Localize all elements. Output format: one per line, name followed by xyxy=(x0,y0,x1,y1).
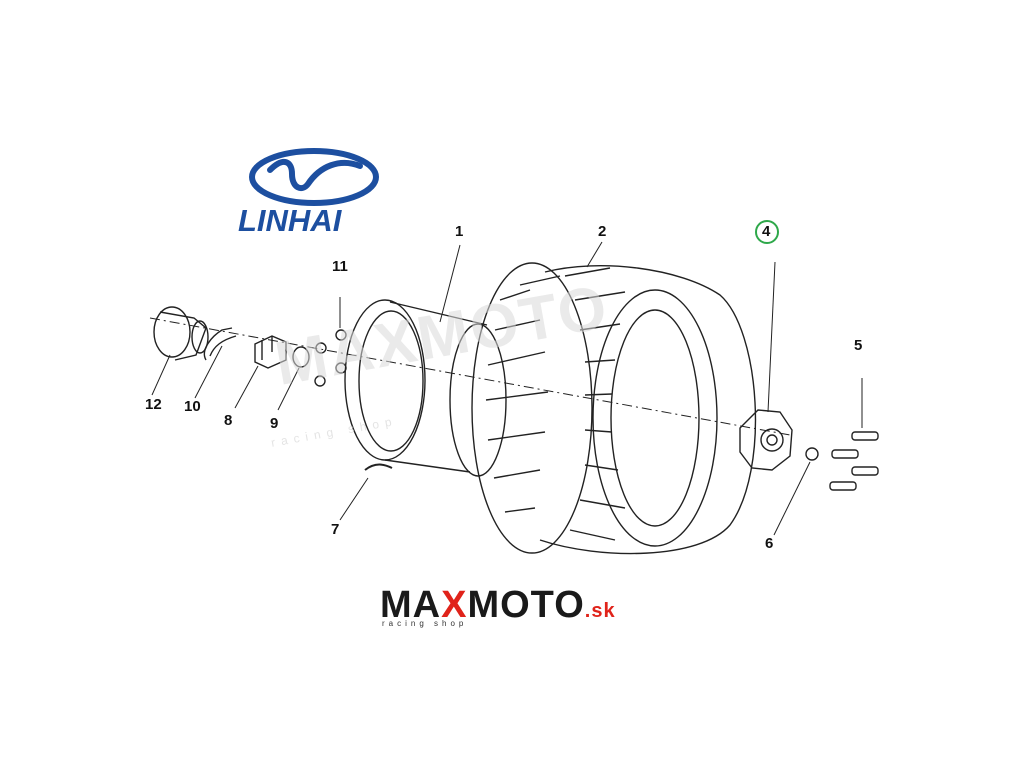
callout-4-highlight-ring xyxy=(755,220,779,244)
maxmoto-logo-domain: .sk xyxy=(584,600,616,622)
part-11-wheel-nuts xyxy=(314,329,347,387)
maxmoto-logo-moto: MOTO xyxy=(467,584,585,626)
part-6-hub-nut xyxy=(805,447,819,461)
part-10-cotter-pin xyxy=(203,327,237,361)
axis-centerline xyxy=(149,317,791,436)
part-4-hub xyxy=(739,409,793,471)
callout-5: 5 xyxy=(854,337,863,354)
linhai-logo-text: LINHAI xyxy=(238,203,342,238)
leader-lines xyxy=(151,241,863,536)
part-9-washer xyxy=(292,346,310,368)
callout-10: 10 xyxy=(184,398,201,415)
callout-4: 4 xyxy=(762,223,771,240)
maxmoto-logo: MAXMOTO.sk xyxy=(380,586,616,630)
part-1-rim xyxy=(344,299,507,477)
callout-2: 2 xyxy=(598,223,607,240)
maxmoto-logo-x: X xyxy=(441,584,468,626)
maxmoto-tagline: racing shop xyxy=(382,619,468,628)
callout-6: 6 xyxy=(765,535,774,552)
callout-11: 11 xyxy=(332,258,348,275)
part-2-tire xyxy=(471,262,757,555)
callout-7: 7 xyxy=(331,521,340,538)
part-7-valve-stem xyxy=(364,463,393,471)
linhai-logo-emblem xyxy=(249,148,379,206)
part-8-castle-nut xyxy=(254,335,287,369)
maxmoto-logo-ma: MA xyxy=(380,584,442,626)
callout-9: 9 xyxy=(270,415,279,432)
part-5-bolts xyxy=(829,431,879,491)
callout-12: 12 xyxy=(145,396,162,413)
part-12-cap xyxy=(153,306,209,361)
callout-1: 1 xyxy=(455,223,464,240)
callout-8: 8 xyxy=(224,412,233,429)
